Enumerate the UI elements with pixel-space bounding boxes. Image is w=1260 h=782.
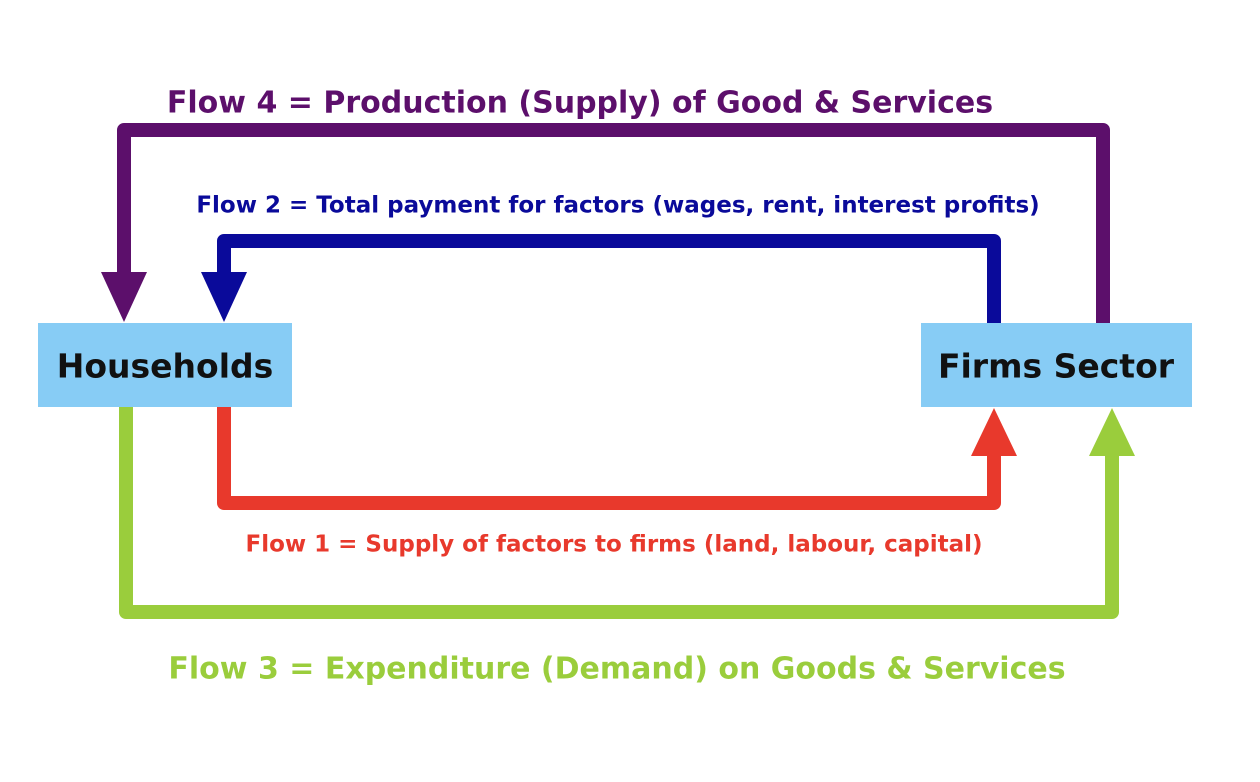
flow1-arrowhead bbox=[971, 408, 1017, 456]
flow4-arrowhead bbox=[101, 272, 147, 322]
flow2-arrowhead bbox=[201, 272, 247, 322]
flow4-line bbox=[117, 123, 1110, 323]
flow2-label: Flow 2 = Total payment for factors (wage… bbox=[196, 193, 1039, 219]
flow2-line bbox=[217, 234, 1001, 323]
flow1-line bbox=[217, 407, 1001, 510]
flow4-label: Flow 4 = Production (Supply) of Good & S… bbox=[167, 86, 993, 121]
flow1-label: Flow 1 = Supply of factors to firms (lan… bbox=[245, 532, 982, 558]
households-box bbox=[38, 323, 292, 407]
firms-sector-box bbox=[921, 323, 1192, 407]
flow3-arrowhead bbox=[1089, 408, 1135, 456]
households-label: Households bbox=[57, 347, 274, 386]
flow3-label: Flow 3 = Expenditure (Demand) on Goods &… bbox=[168, 652, 1065, 687]
firms-sector-label: Firms Sector bbox=[938, 347, 1175, 386]
flow3-line bbox=[119, 407, 1119, 619]
